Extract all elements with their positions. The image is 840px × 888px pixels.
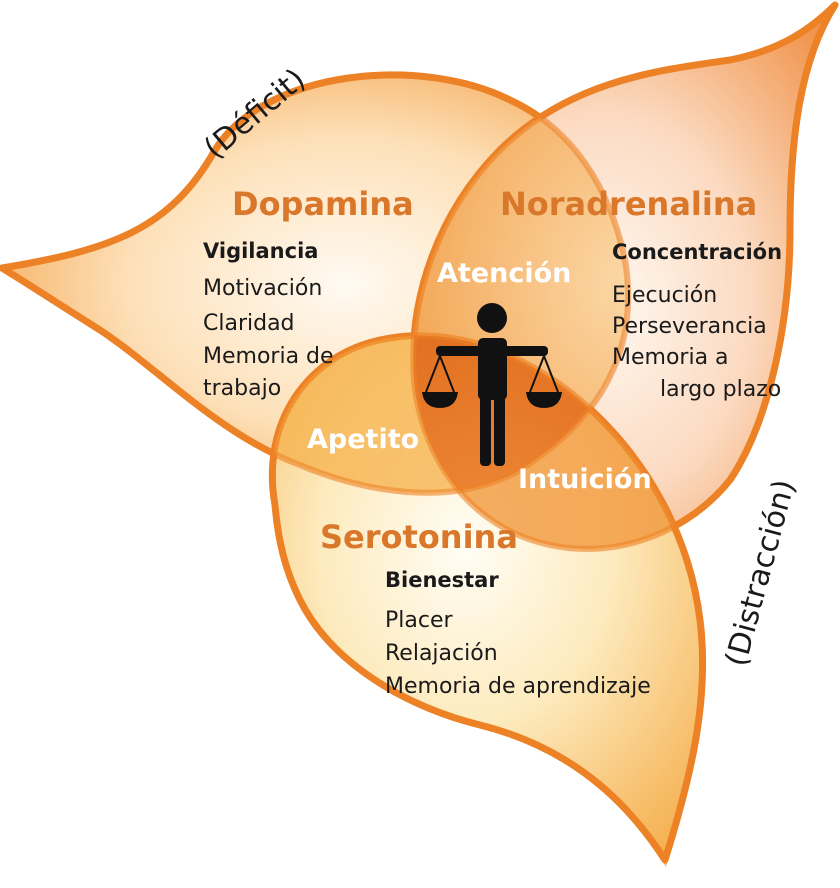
- dopamina-item: Motivación: [203, 276, 322, 301]
- serotonina-title: Serotonina: [320, 518, 518, 556]
- noradrenalina-item: Ejecución: [612, 283, 717, 308]
- distraction-label: (Distracción): [719, 476, 802, 670]
- noradrenalina-title: Noradrenalina: [500, 185, 757, 223]
- dopamina-item: Claridad: [203, 311, 295, 336]
- intuicion-label: Intuición: [518, 464, 652, 495]
- dopamina-item: trabajo: [203, 376, 281, 401]
- serotonina-item: Relajación: [385, 641, 498, 666]
- noradrenalina-item: Perseverancia: [612, 314, 767, 339]
- dopamina-head: Vigilancia: [203, 239, 318, 263]
- balance-person-icon: [422, 303, 562, 466]
- noradrenalina-item: largo plazo: [660, 377, 781, 402]
- intuicion-overlap: [413, 335, 703, 549]
- serotonina-item: Placer: [385, 608, 453, 633]
- serotonina-head: Bienestar: [385, 568, 499, 592]
- dopamina-item: Memoria de: [203, 344, 334, 369]
- apetito-label: Apetito: [307, 424, 419, 455]
- serotonina-item: Memoria de aprendizaje: [385, 674, 651, 699]
- atencion-label: Atención: [437, 258, 571, 289]
- noradrenalina-head: Concentración: [612, 240, 782, 264]
- noradrenalina-item: Memoria a: [612, 345, 729, 370]
- dopamina-title: Dopamina: [232, 185, 414, 223]
